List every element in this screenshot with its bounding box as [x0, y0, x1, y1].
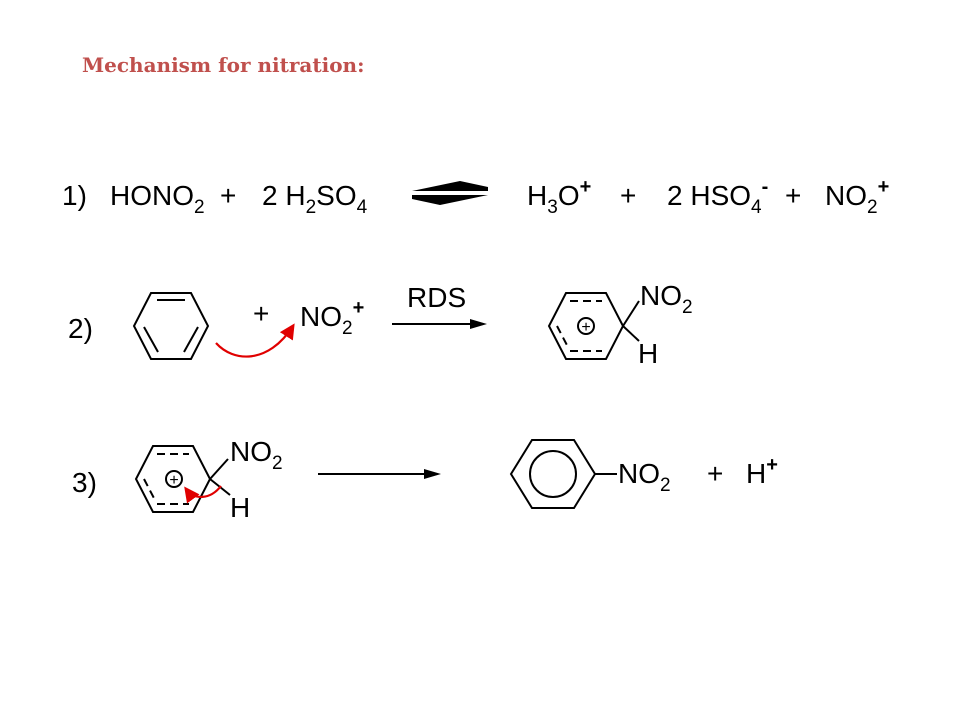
step-2: 2) + NO2+ RDS + NO2 H	[68, 280, 693, 369]
plus-sign: +	[785, 180, 801, 211]
benzene-structure	[132, 292, 210, 360]
plus-sign: +	[707, 458, 723, 489]
nitrobenzene-structure	[509, 439, 617, 509]
nitric-acid-formula: HONO2	[110, 180, 205, 218]
nitro-group-label: NO2	[230, 436, 283, 474]
plus-sign: +	[220, 180, 236, 211]
hydrogen-label: H	[638, 338, 658, 369]
nitro-group-label: NO2	[640, 280, 693, 318]
step-1: 1) HONO2 + 2 H2SO4 H3O+ + 2 HSO4- + NO2+	[62, 176, 889, 218]
page-title: Mechanism for nitration:	[82, 53, 365, 77]
proton-formula: H+	[746, 454, 778, 489]
nitronium-formula: NO2+	[300, 297, 364, 339]
reaction-arrow	[392, 319, 487, 329]
plus-sign: +	[620, 180, 636, 211]
nitro-group-label: NO2	[618, 458, 671, 496]
electron-flow-arrow	[184, 485, 222, 504]
step-1-number: 1)	[62, 180, 87, 211]
svg-text:+: +	[169, 472, 178, 489]
equilibrium-arrow	[412, 181, 488, 205]
electron-flow-arrow	[215, 323, 295, 358]
step-3-number: 3)	[72, 467, 97, 498]
step-3: 3) + NO2 H NO2 + H+	[72, 436, 778, 523]
positive-charge-icon	[577, 317, 595, 335]
hydronium-formula: H3O+	[527, 176, 591, 218]
sigma-complex-structure: +	[547, 292, 640, 360]
rds-label: RDS	[407, 282, 466, 313]
step-2-number: 2)	[68, 313, 93, 344]
sigma-complex-structure: +	[134, 445, 231, 513]
reaction-arrow	[318, 469, 441, 479]
bisulfate-formula: 2 HSO4-	[667, 176, 768, 218]
plus-sign: +	[253, 298, 269, 329]
hydrogen-label: H	[230, 492, 250, 523]
nitronium-formula: NO2+	[825, 176, 889, 218]
sulfuric-acid-formula: 2 H2SO4	[262, 180, 368, 218]
svg-text:+: +	[581, 319, 590, 336]
positive-charge-icon	[165, 470, 183, 488]
